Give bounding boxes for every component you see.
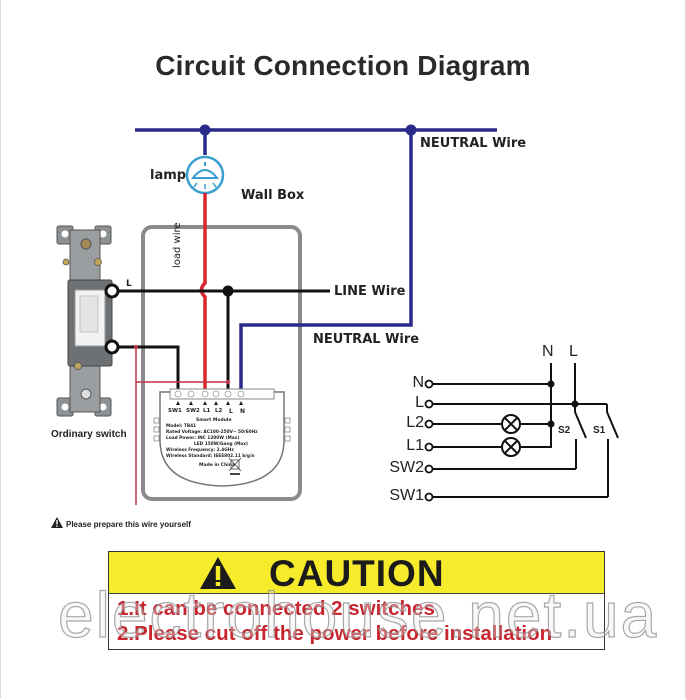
schematic-top-n: N xyxy=(542,343,554,360)
switch-line-label: L xyxy=(126,279,132,289)
schematic-terminals xyxy=(424,379,434,502)
module-terminal-arrow xyxy=(239,401,243,405)
neutral-wire-label-mid: NEUTRAL Wire xyxy=(313,332,420,347)
terminal-l2: L2 xyxy=(215,408,223,414)
spec-line: Wireless Standard: IEEE802.11 b/g/n xyxy=(166,454,255,459)
spec-line: Model: TB41 xyxy=(166,424,197,429)
prepare-wire-note: Please prepare this wire yourself xyxy=(66,520,191,529)
switch-terminal-bottom xyxy=(104,339,120,355)
module-terminal-screw xyxy=(187,390,195,398)
module-terminal-screw xyxy=(174,390,182,398)
module-terminal-arrow xyxy=(203,401,207,405)
schematic-label-l: L xyxy=(415,394,424,411)
schematic-label-l1: L1 xyxy=(406,437,424,454)
module-terminal-arrow xyxy=(226,401,230,405)
caution-line-1: 1.It can be connected 2 switches xyxy=(117,597,435,620)
module-name: Smart Module xyxy=(196,418,232,423)
ordinary-switch-image[interactable] xyxy=(56,225,120,417)
schematic-label-n: N xyxy=(412,374,424,391)
switch-terminal-top xyxy=(104,283,120,299)
wall-box-label: Wall Box xyxy=(241,188,305,203)
module-terminal-arrow xyxy=(176,401,180,405)
ordinary-switch-label: Ordinary switch xyxy=(51,429,127,440)
spec-line: Load Power: INC 1200W (Max) xyxy=(166,436,240,441)
terminal-n: N xyxy=(240,408,246,415)
lamp-icon xyxy=(185,155,225,195)
wall-box-outline xyxy=(141,225,302,501)
neutral-to-module-wire xyxy=(239,130,413,392)
module-terminal-arrow xyxy=(214,401,218,405)
module-terminal-labels: SW1 SW2 L1 L2 L N xyxy=(168,408,278,418)
schematic xyxy=(433,363,619,498)
module-terminal-screw xyxy=(212,390,220,398)
neutral-wire-label-top: NEUTRAL Wire xyxy=(420,136,527,151)
caution-line-2: 2.Please cut off the power before instal… xyxy=(117,622,553,645)
lamp-symbol-icon xyxy=(501,414,521,434)
lamp-symbol-icon xyxy=(501,437,521,457)
diagram-title: Circuit Connection Diagram xyxy=(155,50,531,81)
spec-line: Rated Voltage: AC100-250V~ 50/60Hz xyxy=(166,430,258,435)
schematic-top-l: L xyxy=(569,343,578,360)
smart-module[interactable] xyxy=(153,388,291,487)
module-terminal-screw xyxy=(201,390,209,398)
weee-bin-icon xyxy=(228,457,242,475)
terminal-sw1: SW1 xyxy=(168,408,182,414)
terminal-sw2: SW2 xyxy=(186,408,200,414)
switch-s2-label: S2 xyxy=(558,425,571,436)
switch-s1-label: S1 xyxy=(593,425,606,436)
module-terminal-screw xyxy=(237,390,245,398)
caution-header: CAUTION xyxy=(109,552,604,594)
schematic-label-l2: L2 xyxy=(406,414,424,431)
caution-box: CAUTION 1.It can be connected 2 switches… xyxy=(108,551,605,650)
lamp-label: lamp xyxy=(150,168,187,183)
spec-line: Wireless Frequency: 2.4GHz xyxy=(166,448,234,453)
junction-dot xyxy=(134,345,138,349)
terminal-l: L xyxy=(229,408,233,415)
caution-warning-icon xyxy=(200,557,236,589)
terminal-l1: L1 xyxy=(203,408,211,414)
module-spec: Model: TB41 Rated Voltage: AC100-250V~ 5… xyxy=(166,424,258,460)
warning-icon xyxy=(51,517,63,528)
load-wire-label: load wire xyxy=(172,222,183,268)
spec-line: LED 150W/Gang (Max) xyxy=(194,442,248,447)
caution-heading: CAUTION xyxy=(269,553,445,594)
junction-dot xyxy=(226,380,230,384)
made-in-label: Made in China xyxy=(199,463,235,468)
module-terminal-screw xyxy=(224,390,232,398)
schematic-label-sw1: SW1 xyxy=(389,487,424,504)
schematic-dots xyxy=(547,380,579,428)
schematic-label-sw2: SW2 xyxy=(389,459,424,476)
line-wire-label: LINE Wire xyxy=(334,284,406,299)
module-terminal-arrow xyxy=(189,401,193,405)
